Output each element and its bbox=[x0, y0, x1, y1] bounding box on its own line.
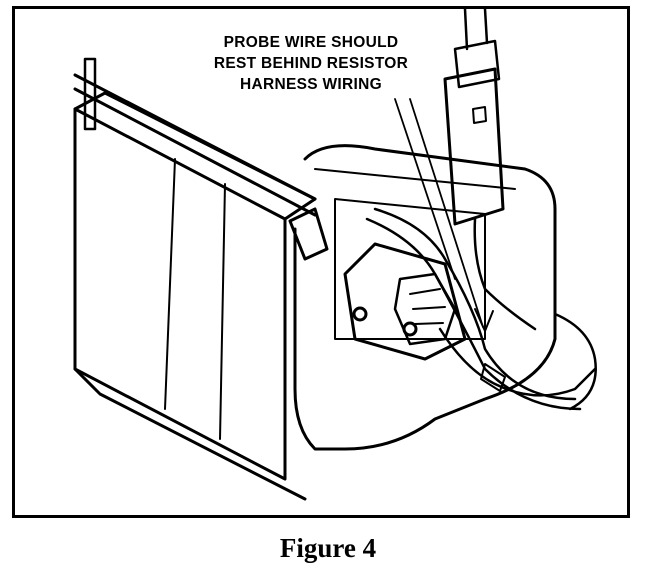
heater-resistor-illustration bbox=[73, 9, 597, 501]
housing-rib-2 bbox=[219, 183, 226, 440]
probe-wire-callout: PROBE WIRE SHOULD REST BEHIND RESISTOR H… bbox=[196, 32, 426, 95]
probe-connector-cap bbox=[453, 39, 501, 89]
harness-loop-right bbox=[553, 312, 597, 411]
housing-rib-1 bbox=[164, 158, 176, 410]
diagram-frame bbox=[12, 6, 630, 518]
harness-wires-b bbox=[365, 217, 582, 411]
probe-latch bbox=[472, 106, 487, 124]
harness-wires-a bbox=[373, 207, 577, 401]
leader-arrowhead bbox=[474, 308, 494, 332]
harness-wrap bbox=[480, 363, 506, 392]
harness-wires-c bbox=[438, 327, 597, 397]
leader-line-left bbox=[394, 98, 456, 280]
probe-cable-top bbox=[463, 9, 489, 51]
callout-line-1: PROBE WIRE SHOULD bbox=[223, 34, 399, 51]
blower-face bbox=[334, 198, 486, 340]
probe-connector-body bbox=[443, 67, 505, 226]
blower-rim bbox=[314, 168, 516, 190]
bracket-tube-upper bbox=[73, 73, 317, 201]
mounting-screw-left bbox=[352, 306, 368, 322]
bracket-clip bbox=[288, 207, 329, 261]
bracket-post bbox=[83, 57, 97, 131]
blower-housing bbox=[293, 144, 557, 451]
leader-line-right bbox=[409, 98, 484, 328]
housing-outline bbox=[73, 107, 287, 481]
callout-line-3: HARNESS WIRING bbox=[240, 76, 382, 93]
housing-top-edge bbox=[73, 91, 317, 221]
callout-line-2: REST BEHIND RESISTOR bbox=[213, 55, 409, 72]
resistor-plate bbox=[343, 242, 467, 361]
connector-tab bbox=[409, 288, 446, 325]
probe-wire bbox=[473, 217, 537, 331]
bracket-tube-lower bbox=[73, 87, 317, 217]
housing-bottom-rail bbox=[73, 367, 307, 501]
figure-caption: Figure 4 bbox=[279, 533, 377, 563]
